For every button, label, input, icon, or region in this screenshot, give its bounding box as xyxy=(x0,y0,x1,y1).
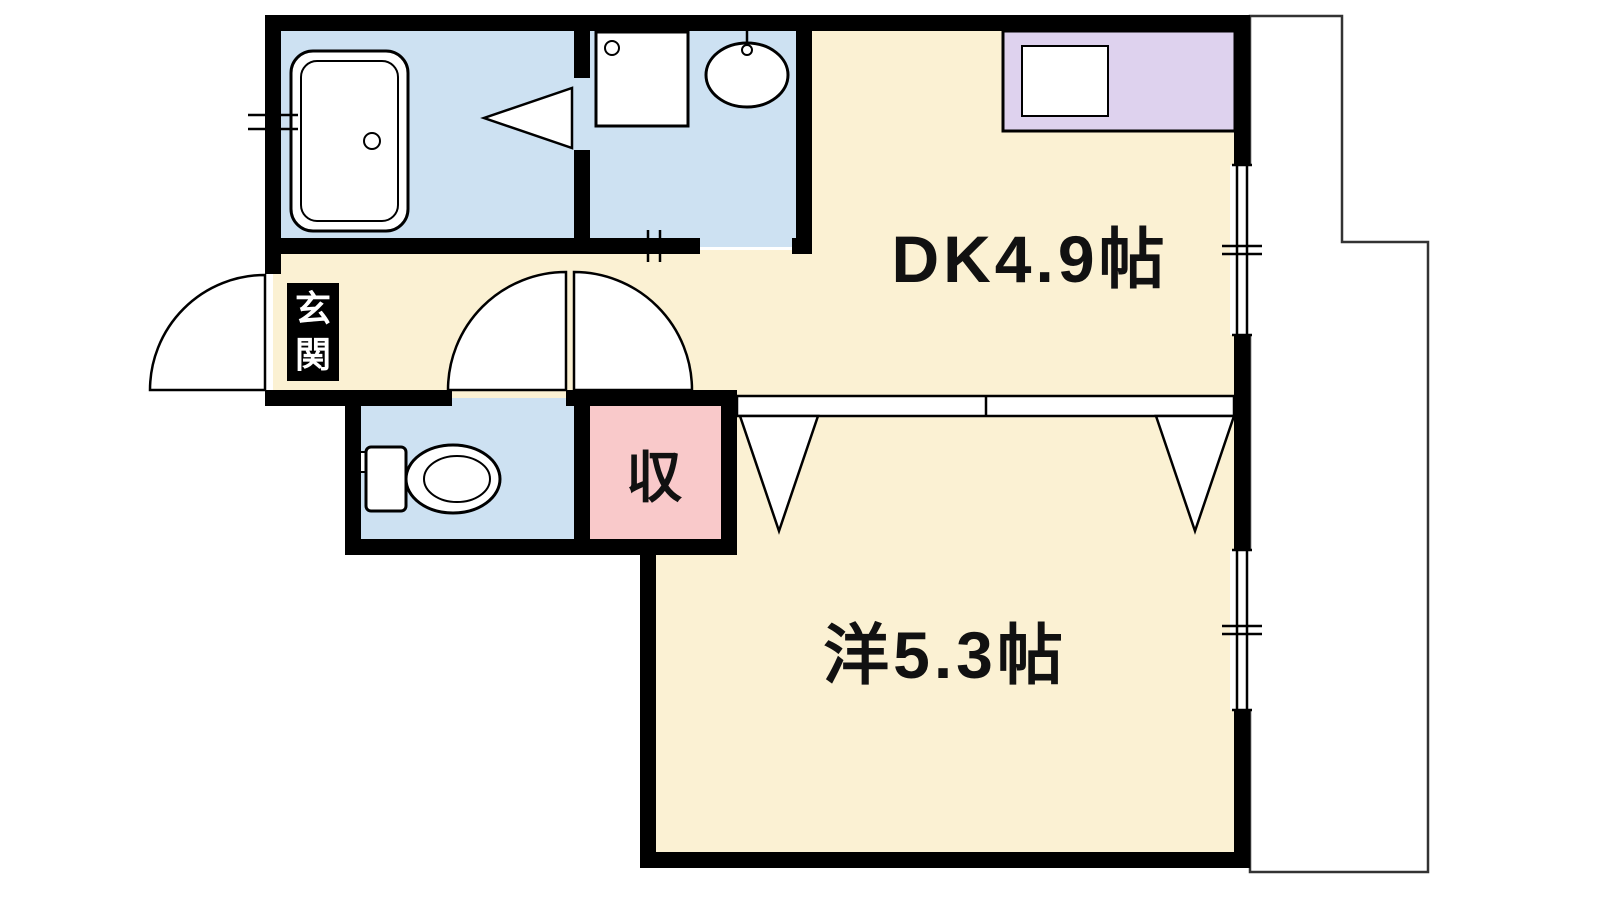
wall-segment xyxy=(345,539,737,555)
entrance-label: 玄 関 xyxy=(287,283,339,381)
toilet-door-swing xyxy=(446,270,568,392)
bathtub-icon xyxy=(289,49,410,233)
entrance-label-char-1: 玄 xyxy=(295,288,331,329)
wall-segment xyxy=(265,390,452,406)
wall-segment xyxy=(574,238,700,254)
room-label-dk: DK4.9帖 xyxy=(891,222,1168,296)
toilet-icon xyxy=(355,443,502,515)
wall-segment xyxy=(796,15,812,254)
wall-segment xyxy=(574,15,590,78)
entrance-door-swing xyxy=(148,273,267,392)
wall-segment xyxy=(265,15,1250,31)
doors xyxy=(148,86,694,392)
balcony xyxy=(1248,14,1430,874)
wall-segment xyxy=(721,390,737,555)
closet-floor xyxy=(582,398,730,548)
washbasin-icon xyxy=(704,30,790,109)
bathroom-wall-ticks xyxy=(248,113,298,131)
window-dk xyxy=(1222,163,1262,337)
kitchen-sink xyxy=(1021,45,1109,117)
wall-segment xyxy=(1234,710,1250,868)
bathroom-door-swing xyxy=(480,86,574,150)
wall-segment xyxy=(1234,335,1250,550)
labels: DK4.9帖 洋5.3帖 玄 関 収 xyxy=(287,222,1168,692)
closet-label: 収 xyxy=(626,446,682,509)
windows xyxy=(248,113,1262,712)
fixtures xyxy=(289,29,1237,515)
walls xyxy=(265,15,1250,868)
wall-segment xyxy=(574,150,590,254)
kitchen-counter-icon xyxy=(1001,29,1237,133)
room-label-western: 洋5.3帖 xyxy=(823,618,1067,692)
hall-door-swing xyxy=(572,270,694,392)
wall-segment xyxy=(1234,15,1250,165)
wall-segment xyxy=(574,390,590,555)
wall-segment xyxy=(265,238,590,254)
wall-segment xyxy=(640,852,1250,868)
folding-door-left xyxy=(738,414,820,535)
entrance-label-char-2: 関 xyxy=(295,334,331,375)
folding-door-right xyxy=(1154,414,1236,535)
washroom-wall-ticks xyxy=(646,230,662,262)
window-western xyxy=(1222,548,1262,712)
wall-segment xyxy=(265,254,281,274)
balcony-outline xyxy=(1248,14,1430,874)
partition-dk-western xyxy=(735,394,1236,535)
wall-segment xyxy=(345,390,361,555)
wall-segment xyxy=(566,390,737,406)
wall-segment xyxy=(265,15,281,254)
western-room-floor xyxy=(646,398,1242,862)
washing-machine-icon xyxy=(594,30,690,128)
entrance-label-box xyxy=(287,283,339,381)
wall-segment xyxy=(640,539,656,868)
